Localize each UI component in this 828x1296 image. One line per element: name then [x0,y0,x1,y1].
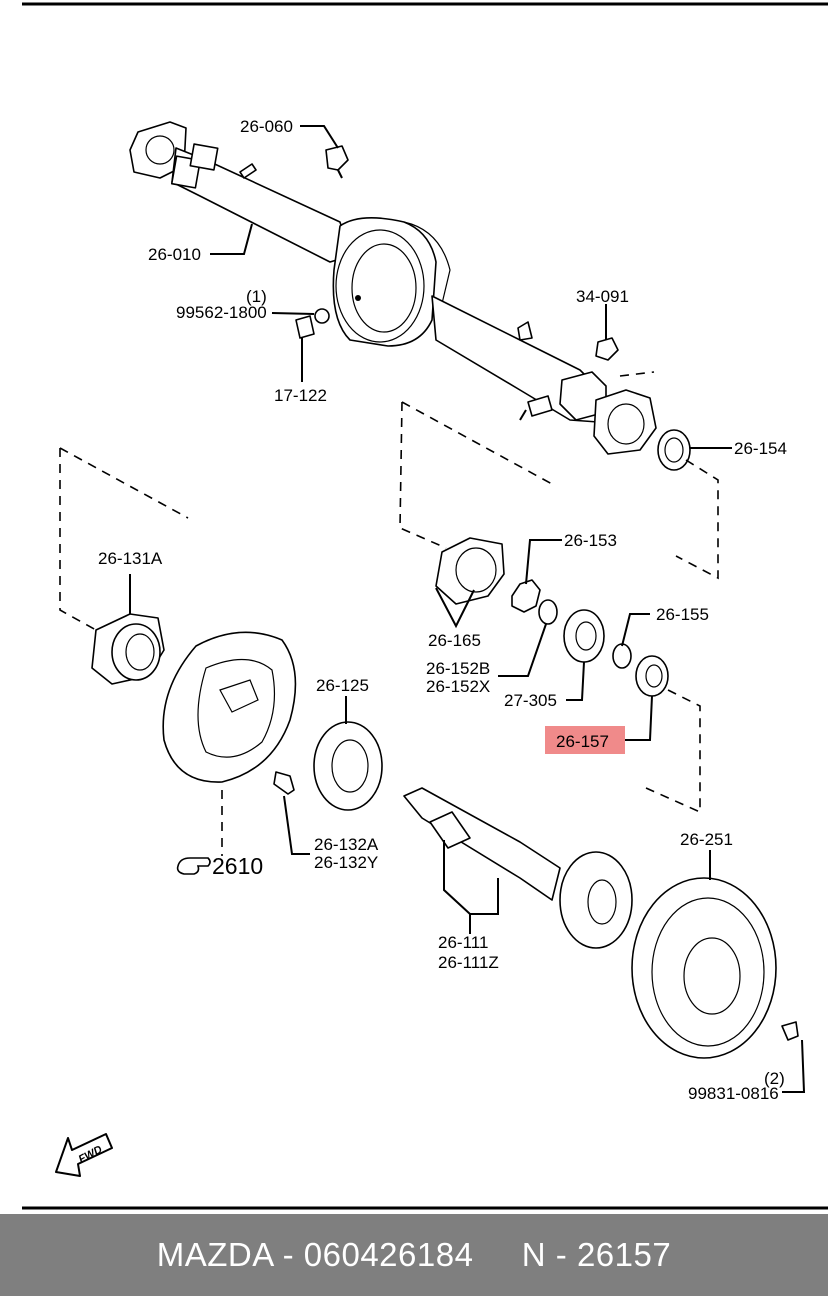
plug-17-122 [295,315,315,339]
brake-assembly-2610 [162,631,297,783]
label-26-154[interactable]: 26-154 [734,439,787,458]
fwd-arrow-icon: FWD [55,1133,113,1177]
label-26-131A[interactable]: 26-131A [98,549,163,568]
label-26-152B[interactable]: 26-152B [426,659,490,678]
axle-housing [129,121,657,455]
bolt-99831 [781,1021,799,1041]
label-26-060[interactable]: 26-060 [240,117,293,136]
pointing-hand-icon [176,857,211,875]
label-99831-qty: (2) [764,1069,785,1088]
label-26-132Y[interactable]: 26-132Y [314,853,378,872]
label-26-153[interactable]: 26-153 [564,531,617,550]
label-99831-0816[interactable]: 99831-0816 [688,1084,779,1103]
bearing-26-154 [657,429,691,471]
seal-26-152B [538,599,558,625]
label-26-132A[interactable]: 26-132A [314,835,379,854]
nut-34-091 [595,337,619,361]
footer-bar: MAZDA - 060426184 N - 26157 [0,1214,828,1296]
plate-26-165 [435,537,505,605]
label-26-010[interactable]: 26-010 [148,245,201,264]
label-26-157[interactable]: 26-157 [556,732,609,751]
leader-lines [129,125,806,1093]
label-17-122[interactable]: 17-122 [274,386,327,405]
brake-drum-26-251 [631,877,777,1059]
breather-plug [325,145,349,179]
gasket-26-125 [313,721,383,811]
guide-lines [59,371,719,856]
label-26-111[interactable]: 26-111 [438,933,488,952]
bolt-26-132A [273,771,295,795]
label-26-251[interactable]: 26-251 [680,830,733,849]
ring-26-155 [612,643,632,669]
label-99562-1800[interactable]: 99562-1800 [176,303,267,322]
axle-shaft-26-111 [403,787,633,949]
lockwasher-26-153 [511,579,541,613]
label-26-155[interactable]: 26-155 [656,605,709,624]
hub-26-131A [91,613,165,685]
label-26-125[interactable]: 26-125 [316,676,369,695]
bearing-27-305 [563,609,605,663]
label-26-152X[interactable]: 26-152X [426,677,490,696]
label-26-111Z[interactable]: 26-111Z [438,953,499,972]
label-34-091[interactable]: 34-091 [576,287,629,306]
seal-26-157 [635,655,669,697]
label-26-165[interactable]: 26-165 [428,631,481,650]
label-99562-qty: (1) [246,287,267,306]
label-2610[interactable]: 2610 [212,853,263,879]
label-27-305[interactable]: 27-305 [504,691,557,710]
highlight-box-26-157 [545,726,625,754]
washer-99562 [314,308,330,324]
footer-text: MAZDA - 060426184 N - 26157 [156,1236,672,1273]
